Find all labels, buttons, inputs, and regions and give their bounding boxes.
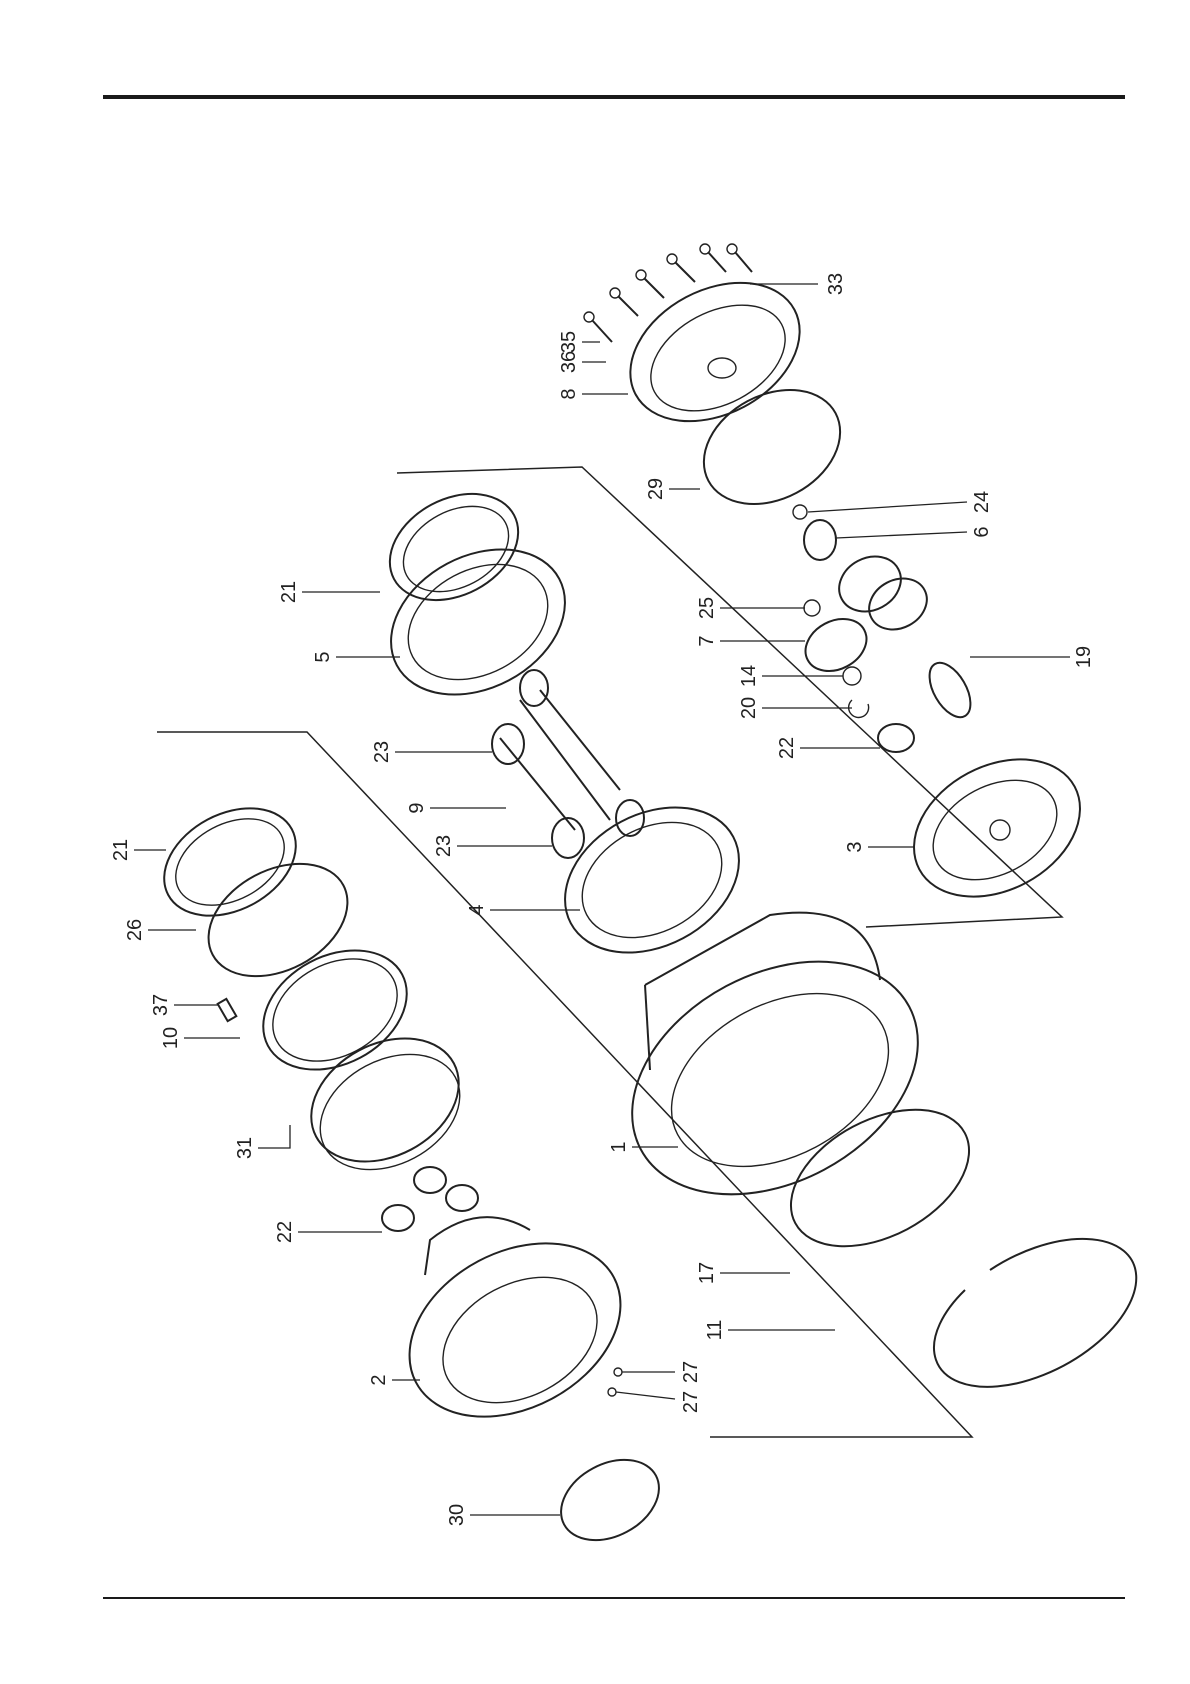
bearing-part-21b xyxy=(146,787,315,937)
snap-ring-part-24 xyxy=(793,505,807,519)
o-ring-part-29 xyxy=(684,367,860,526)
rollers-part-17 xyxy=(768,1082,992,1275)
o-ring-part-30 xyxy=(547,1444,673,1556)
snap-ring-part-11 xyxy=(934,1239,1136,1387)
pin-part-37 xyxy=(218,999,237,1021)
callout-29: 29 xyxy=(645,478,667,500)
callout-6: 6 xyxy=(971,526,993,537)
plug-part-27b xyxy=(608,1388,616,1396)
callout-24: 24 xyxy=(971,491,993,513)
callout-2: 2 xyxy=(368,1374,390,1385)
callout-22-upper: 22 xyxy=(776,737,798,759)
callout-25: 25 xyxy=(696,597,718,619)
callout-1: 1 xyxy=(608,1141,630,1152)
callout-21-upper: 21 xyxy=(278,581,300,603)
o-ring-part-26 xyxy=(189,841,367,999)
callout-20: 20 xyxy=(738,697,760,719)
housing-part-1 xyxy=(592,913,958,1242)
bearing-part-22c xyxy=(414,1167,446,1193)
bolts-part-35 xyxy=(584,244,752,342)
roller-part-23a xyxy=(492,724,524,764)
frame-left-group xyxy=(157,732,972,1437)
callout-21-lower: 21 xyxy=(110,839,132,861)
callout-9: 9 xyxy=(406,802,428,813)
plug-part-27a xyxy=(614,1368,622,1376)
callout-8: 8 xyxy=(558,388,580,399)
callout-labels: 35 36 8 33 29 24 6 25 7 14 20 22 19 3 21… xyxy=(110,273,1095,1526)
callout-11: 11 xyxy=(704,1320,726,1341)
callout-30: 30 xyxy=(446,1504,468,1526)
seal-part-31 xyxy=(290,1014,480,1193)
callout-4: 4 xyxy=(466,904,488,915)
thrust-washer-part-25 xyxy=(804,600,820,616)
callout-31: 31 xyxy=(234,1137,256,1159)
callout-36: 36 xyxy=(558,351,580,373)
callout-33: 33 xyxy=(825,273,847,295)
callout-22-lower: 22 xyxy=(274,1221,296,1243)
callout-27-upper: 27 xyxy=(680,1361,702,1383)
callout-10: 10 xyxy=(160,1027,182,1049)
bearing-part-22b xyxy=(382,1205,414,1231)
planet-gear-part-7b xyxy=(860,569,936,640)
frame-upper-group xyxy=(397,467,1062,927)
bearing-part-21a xyxy=(371,473,536,622)
callout-5: 5 xyxy=(312,651,334,662)
carrier-part-3 xyxy=(890,732,1104,924)
snap-ring-part-20 xyxy=(849,700,869,717)
callout-14: 14 xyxy=(738,665,760,687)
planet-gear-part-7 xyxy=(796,609,875,681)
callout-23-lower: 23 xyxy=(433,835,455,857)
roller-part-23b xyxy=(552,818,584,858)
callout-17: 17 xyxy=(696,1262,718,1284)
callout-35: 35 xyxy=(558,331,580,353)
leader-lines xyxy=(134,284,1070,1515)
disc-part-5 xyxy=(366,521,590,724)
callout-23-upper: 23 xyxy=(371,741,393,763)
callout-37: 37 xyxy=(150,994,172,1016)
disc-part-4 xyxy=(540,779,764,982)
callout-19: 19 xyxy=(1073,646,1095,668)
bearing-part-22a xyxy=(878,724,914,752)
callout-27-lower: 27 xyxy=(680,1391,702,1413)
washer-part-14 xyxy=(843,667,861,685)
callout-3: 3 xyxy=(844,841,866,852)
callout-7: 7 xyxy=(696,635,718,646)
roller-part-23c xyxy=(520,670,548,706)
sun-gear-part-6 xyxy=(804,520,836,560)
bearing-part-22d xyxy=(446,1185,478,1211)
hub-part-2 xyxy=(379,1209,650,1452)
pin-part-19 xyxy=(921,656,979,724)
callout-26: 26 xyxy=(124,919,146,941)
